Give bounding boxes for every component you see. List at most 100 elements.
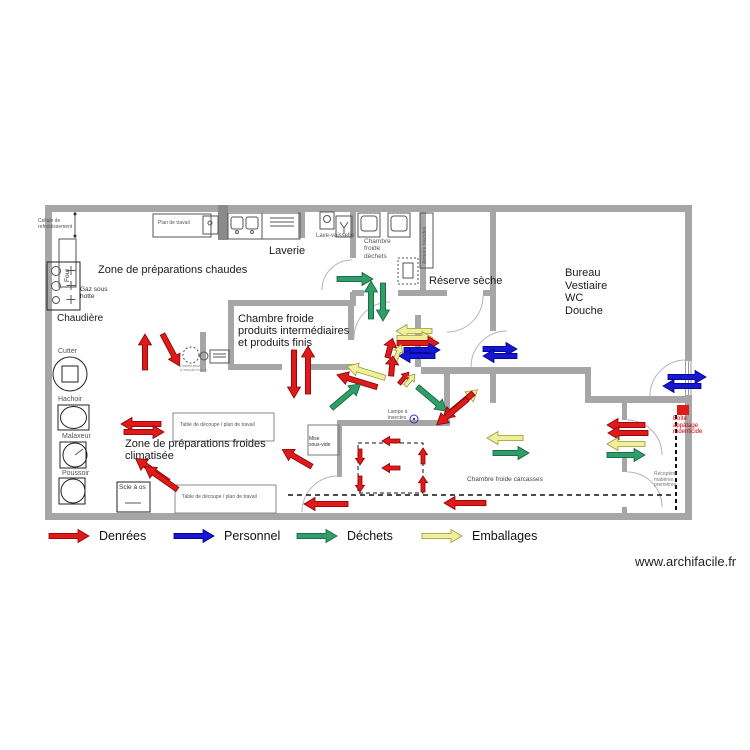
flow-arrow-denrees xyxy=(354,448,366,466)
flow-arrow-dechets xyxy=(375,282,391,322)
hachoir-bowl xyxy=(60,406,87,429)
label-lampe-insectes: Lampe à insectes xyxy=(388,409,408,421)
wall-segment xyxy=(228,300,354,306)
flow-arrow-emballages xyxy=(403,373,416,388)
label-cellule-refroidissement: Cellule de refroidissement xyxy=(38,218,73,230)
mise-sous-vide-cell xyxy=(357,442,424,494)
flow-arrow-emballages xyxy=(606,436,646,452)
flow-arrow-dechets xyxy=(329,383,362,411)
flow-arrow-emballages xyxy=(392,343,404,363)
label-table-decoupe-2: Table de découpe / plan de travail xyxy=(182,494,257,500)
flow-arrow-denrees xyxy=(120,416,162,432)
flow-arrow-denrees xyxy=(383,337,398,359)
label-lave-vaisselle: Lave-vaisselle xyxy=(316,233,355,239)
wall-segment xyxy=(490,205,496,331)
waste-bin-inner xyxy=(390,215,408,232)
stove-burner xyxy=(51,266,61,276)
flow-arrow-dechets xyxy=(363,280,379,320)
door-swing-arc xyxy=(301,475,339,513)
flow-arrow-denrees xyxy=(417,447,429,465)
flow-arrow-denrees xyxy=(397,371,410,386)
flow-arrow-denrees xyxy=(417,475,429,493)
label-laverie: Laverie xyxy=(269,245,306,257)
wall-segment xyxy=(228,300,234,370)
legend-label: Denrées xyxy=(99,529,147,543)
sink-basin xyxy=(230,216,244,230)
label-poussoir: Poussoir xyxy=(62,470,90,477)
poussoir-bowl xyxy=(60,478,86,504)
flow-arrow-personnel xyxy=(482,341,518,357)
dishwasher-dial xyxy=(323,215,331,223)
label-scie-a-os: Scie à os xyxy=(119,484,146,491)
wall-segment xyxy=(45,205,692,212)
wall-segment xyxy=(488,367,591,374)
flow-arrow-personnel xyxy=(667,369,707,385)
label-chambre-froide-carcasses: Chambre froide carcasses xyxy=(467,476,543,483)
legend-arrow-icon xyxy=(296,529,338,543)
wall-segment xyxy=(298,205,305,238)
label-gaz-sous-hotte: Gaz sous hotte xyxy=(80,286,108,301)
legend-item-emballages: Emballages xyxy=(420,528,537,544)
flow-arrow-dechets xyxy=(336,271,374,287)
flow-arrow-denrees xyxy=(300,345,316,395)
flow-arrow-denrees xyxy=(443,495,487,511)
wall-segment xyxy=(350,205,356,258)
label-plan-de-travail: Plan de travail xyxy=(158,220,190,226)
stove-plus xyxy=(66,281,76,290)
waste-bin xyxy=(357,212,381,238)
stove-plus xyxy=(66,295,76,304)
label-four: Four xyxy=(64,268,71,282)
flow-arrow-denrees xyxy=(381,435,401,447)
label-reserve-seche: Réserve sèche xyxy=(429,275,503,287)
wall-segment xyxy=(348,300,354,340)
legend-item-dechets: Déchets xyxy=(295,528,393,544)
wall-segment xyxy=(45,513,692,520)
label-zone-chaudes: Zone de préparations chaudes xyxy=(98,264,248,276)
sink-tap xyxy=(250,230,254,234)
legend-item-denrees: Denrées xyxy=(47,528,146,544)
cutter-bowl xyxy=(52,356,88,392)
sink-counter xyxy=(227,212,263,240)
wall-segment xyxy=(398,290,447,296)
flow-arrow-denrees xyxy=(381,462,401,474)
label-bureau: Bureau Vestiaire WC Douche xyxy=(565,267,608,317)
cellule-symbol-dot xyxy=(73,234,77,238)
door-swing-arc xyxy=(470,330,508,368)
malaxeur-bowl xyxy=(62,442,88,468)
sink-basin xyxy=(245,216,259,230)
label-chambre-froide-produits: Chambre froide produits intermédiaires e… xyxy=(238,313,350,349)
stove-burner xyxy=(51,281,61,291)
door-swing-arc xyxy=(626,419,663,456)
wall-segment xyxy=(337,420,342,477)
label-malaxeur: Malaxeur xyxy=(62,433,91,440)
poussoir-body xyxy=(58,477,86,505)
wall-segment xyxy=(310,364,354,370)
waste-bin xyxy=(387,212,411,238)
flow-arrow-denrees xyxy=(286,349,302,399)
wall-segment xyxy=(340,420,450,426)
flow-arrow-denrees xyxy=(607,425,649,441)
door-swing-arc xyxy=(649,359,687,397)
flow-arrow-denrees xyxy=(137,333,153,371)
wall-segment xyxy=(228,364,282,370)
label-reception-matieres-premieres: Réception matières premières xyxy=(654,471,677,489)
flow-arrow-emballages xyxy=(486,430,524,446)
label-boite-appatage-rodenticide: Boîte appâtage rodenticide xyxy=(673,416,703,436)
door-swing-arc xyxy=(446,295,484,333)
flow-arrow-denrees xyxy=(354,475,366,493)
wall-segment xyxy=(415,315,421,367)
label-armoire-biocides: Armoire biocides xyxy=(422,226,428,264)
cutter-blade xyxy=(61,365,79,383)
lave-mains-dashed xyxy=(182,346,200,364)
legend-label: Emballages xyxy=(472,529,538,543)
legend-arrow-icon xyxy=(48,529,90,543)
flow-arrow-denrees xyxy=(123,424,165,440)
wall-segment xyxy=(218,205,228,240)
flow-arrow-denrees xyxy=(606,417,646,433)
legend-label: Personnel xyxy=(224,529,281,543)
wall-segment xyxy=(45,205,52,520)
wall-segment xyxy=(421,367,490,374)
wall-segment xyxy=(685,205,692,361)
label-hachoir: Hachoir xyxy=(58,396,83,403)
label-distributeur-essuie-mains: Distributeur à essuie-mains xyxy=(180,363,207,373)
